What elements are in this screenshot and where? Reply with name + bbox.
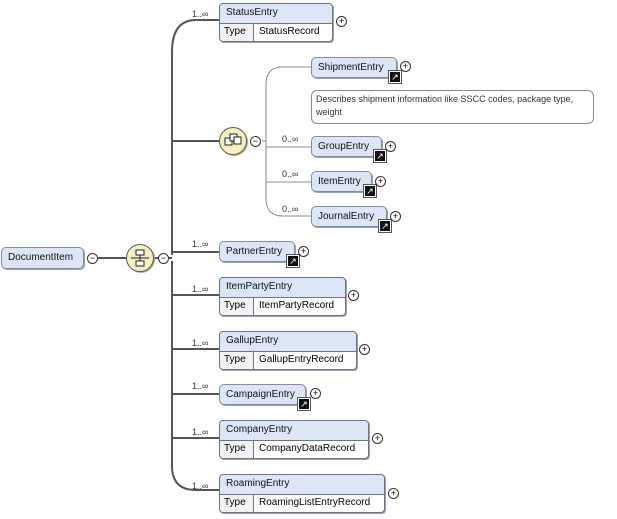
expand-groupentry-icon[interactable]: + bbox=[385, 141, 396, 152]
type-value: GallupEntryRecord bbox=[259, 354, 344, 365]
root-element-label: DocumentItem bbox=[8, 252, 74, 263]
type-value: ItemPartyRecord bbox=[259, 300, 335, 311]
element-name: GroupEntry bbox=[318, 141, 370, 152]
element-name: RoamingEntry bbox=[226, 478, 290, 489]
expand-itempartyentry-icon[interactable]: + bbox=[348, 290, 359, 301]
expand-itementry-icon[interactable]: + bbox=[375, 176, 386, 187]
collapse-sequence-icon[interactable]: − bbox=[158, 253, 169, 264]
element-name: GallupEntry bbox=[226, 335, 279, 346]
journal-cardinality: 0..∞ bbox=[282, 204, 299, 214]
element-name: JournalEntry bbox=[318, 211, 375, 222]
reference-arrow-icon: ↗ bbox=[364, 185, 376, 197]
element-companyentry[interactable]: CompanyEntry Type CompanyDataRecord bbox=[219, 420, 369, 459]
expand-companyentry-icon[interactable]: + bbox=[372, 433, 383, 444]
element-itementry[interactable]: ItemEntry bbox=[311, 171, 372, 192]
expand-gallupentry-icon[interactable]: + bbox=[359, 344, 370, 355]
expand-campaignentry-icon[interactable]: + bbox=[310, 388, 321, 399]
status-cardinality: 1..∞ bbox=[192, 9, 209, 19]
collapse-root-icon[interactable]: − bbox=[87, 253, 98, 264]
choice-compositor[interactable] bbox=[219, 127, 247, 155]
expand-roamingentry-icon[interactable]: + bbox=[388, 488, 399, 499]
expand-journalentry-icon[interactable]: + bbox=[390, 211, 401, 222]
reference-arrow-icon: ↗ bbox=[389, 71, 401, 83]
shipment-documentation: Describes shipment information like SSCC… bbox=[311, 90, 594, 124]
reference-arrow-icon: ↗ bbox=[374, 150, 386, 162]
type-row: Type CompanyDataRecord bbox=[220, 440, 368, 458]
roaming-cardinality: 1..∞ bbox=[192, 481, 209, 491]
type-row: Type RoamingListEntryRecord bbox=[220, 494, 384, 512]
type-value: CompanyDataRecord bbox=[259, 443, 356, 454]
type-label: Type bbox=[220, 24, 254, 41]
element-name: CompanyEntry bbox=[226, 424, 293, 435]
element-name: PartnerEntry bbox=[226, 246, 283, 257]
type-row: Type StatusRecord bbox=[220, 23, 332, 41]
element-name: CampaignEntry bbox=[226, 389, 295, 400]
element-gallupentry[interactable]: GallupEntry Type GallupEntryRecord bbox=[219, 331, 357, 370]
element-roamingentry[interactable]: RoamingEntry Type RoamingListEntryRecord bbox=[219, 474, 385, 513]
sequence-compositor[interactable] bbox=[126, 244, 154, 272]
reference-arrow-icon: ↗ bbox=[287, 255, 299, 267]
sequence-icon bbox=[131, 249, 149, 267]
element-name: ShipmentEntry bbox=[318, 62, 384, 73]
element-name: ItemEntry bbox=[318, 176, 361, 187]
element-statusentry[interactable]: StatusEntry Type StatusRecord bbox=[219, 3, 333, 42]
collapse-choice-icon[interactable]: − bbox=[250, 136, 261, 147]
partner-cardinality: 1..∞ bbox=[192, 239, 209, 249]
type-value: RoamingListEntryRecord bbox=[259, 497, 371, 508]
type-row: Type GallupEntryRecord bbox=[220, 351, 356, 369]
reference-arrow-icon: ↗ bbox=[298, 398, 310, 410]
company-cardinality: 1..∞ bbox=[192, 427, 209, 437]
type-label: Type bbox=[220, 441, 254, 458]
item-cardinality: 0..∞ bbox=[282, 169, 299, 179]
expand-statusentry-icon[interactable]: + bbox=[336, 16, 347, 27]
type-label: Type bbox=[220, 298, 254, 315]
shipment-doc-text: Describes shipment information like SSCC… bbox=[316, 94, 574, 117]
element-name: ItemPartyEntry bbox=[226, 281, 293, 292]
gallup-cardinality: 1..∞ bbox=[192, 338, 209, 348]
element-name: StatusEntry bbox=[226, 7, 278, 18]
element-journalentry[interactable]: JournalEntry bbox=[311, 206, 387, 227]
type-row: Type ItemPartyRecord bbox=[220, 297, 345, 315]
type-label: Type bbox=[220, 352, 254, 369]
group-cardinality: 0..∞ bbox=[282, 134, 299, 144]
element-itempartyentry[interactable]: ItemPartyEntry Type ItemPartyRecord bbox=[219, 277, 346, 316]
campaign-cardinality: 1..∞ bbox=[192, 381, 209, 391]
element-shipmententry[interactable]: ShipmentEntry bbox=[311, 57, 397, 78]
element-campaignentry[interactable]: CampaignEntry bbox=[219, 384, 306, 405]
reference-arrow-icon: ↗ bbox=[379, 220, 391, 232]
element-groupentry[interactable]: GroupEntry bbox=[311, 136, 382, 157]
expand-partnerentry-icon[interactable]: + bbox=[298, 246, 309, 257]
expand-shipmententry-icon[interactable]: + bbox=[400, 61, 411, 72]
itemparty-cardinality: 1..∞ bbox=[192, 284, 209, 294]
choice-icon bbox=[224, 133, 242, 146]
type-label: Type bbox=[220, 495, 254, 512]
type-value: StatusRecord bbox=[259, 26, 320, 37]
root-element-documentitem[interactable]: DocumentItem bbox=[1, 247, 84, 269]
element-partnerentry[interactable]: PartnerEntry bbox=[219, 241, 295, 262]
